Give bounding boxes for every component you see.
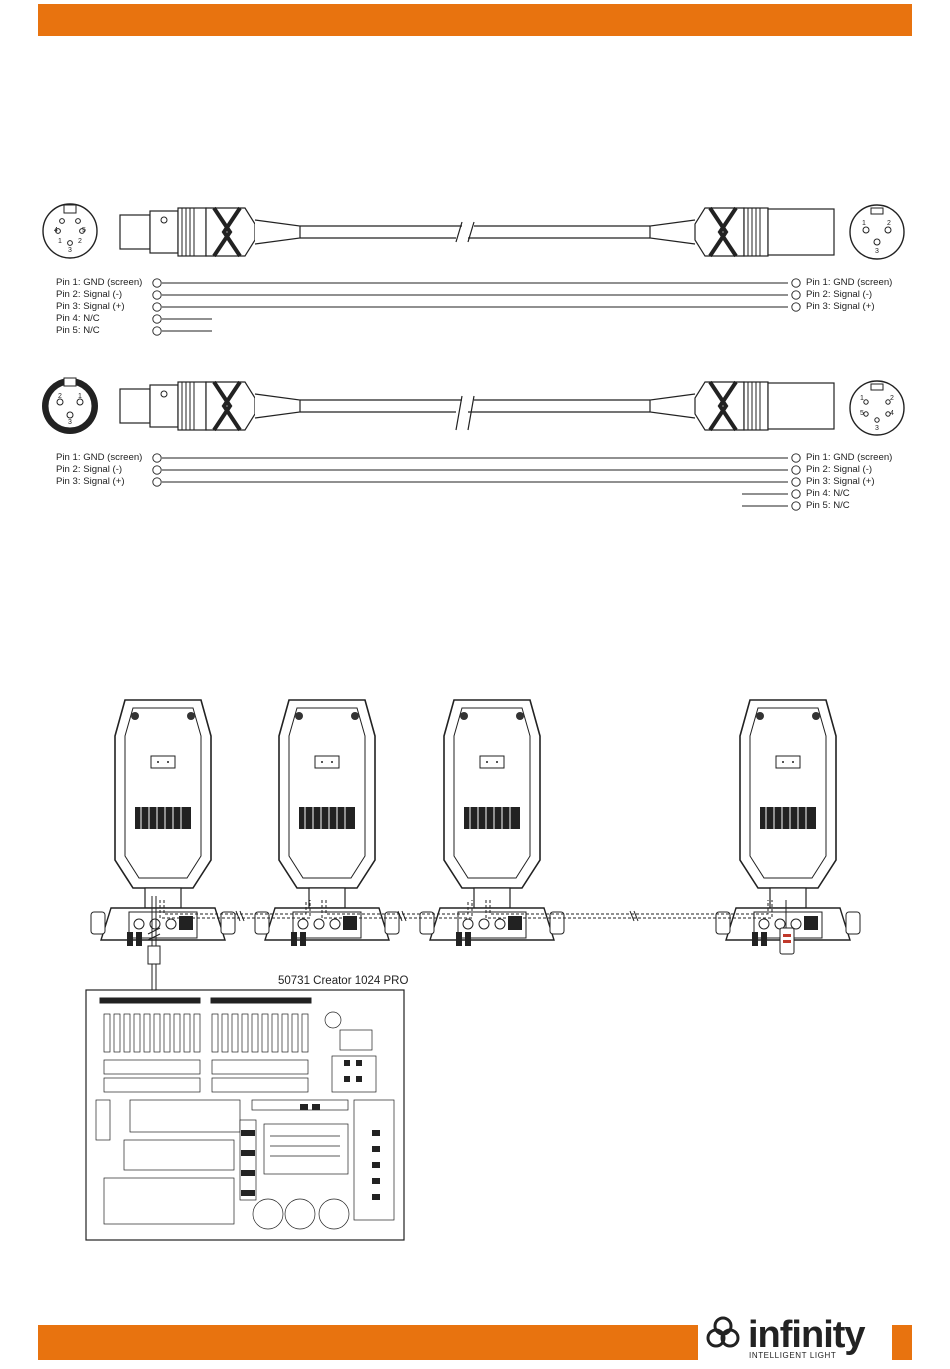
cable1-left-pin-2: Pin 2: Signal (-) [56,289,123,300]
brand-name: infinity [748,1314,866,1356]
header-bar [38,4,912,36]
c2-left-num-a: 2 [58,393,62,400]
fixture-chain [90,699,861,992]
cable2-right-pin-5: Pin 5: N/C [806,500,850,511]
cable2-left-pin-1: Pin 1: GND (screen) [56,452,143,463]
c1-right-num-a: 1 [862,220,866,227]
c2-left-num-b: 1 [78,393,82,400]
cable2-left-pin-2: Pin 2: Signal (-) [56,464,123,475]
c2-right-num-d: 4 [890,410,894,417]
cable1-left-pin-3: Pin 3: Signal (+) [56,301,125,312]
c1-left-num-e: 2 [78,238,82,245]
c2-right-num-c: 2 [890,395,894,402]
cable2-right-pin-1: Pin 1: GND (screen) [806,452,893,463]
c1-left-num-d: 3 [68,247,72,254]
console-title: 50731 Creator 1024 PRO [278,975,409,987]
c1-right-num-b: 2 [887,220,891,227]
c1-right-num-c: 3 [875,248,879,255]
xlr-5pin-male-face [849,380,905,436]
c1-left-num-c: 1 [58,238,62,245]
footer-bar [38,1325,698,1360]
brand-tagline: INTELLIGENT LIGHT [749,1351,837,1360]
footer-bar-right [892,1325,912,1360]
controller-console [85,989,405,1241]
cable2-left-pin-3: Pin 3: Signal (+) [56,476,125,487]
cable1-right-pin-3: Pin 3: Signal (+) [806,301,875,312]
cable1-right-pin-1: Pin 1: GND (screen) [806,277,893,288]
cable2-right-pin-2: Pin 2: Signal (-) [806,464,873,475]
cable2-right-pin-4: Pin 4: N/C [806,488,850,499]
c1-left-num-b: 5 [82,227,86,234]
xlr-3pin-male-face [849,204,905,260]
c2-right-num-e: 3 [875,425,879,432]
c2-right-num-b: 5 [860,410,864,417]
cable2-right-pin-3: Pin 3: Signal (+) [806,476,875,487]
cable1-left-pin-5: Pin 5: N/C [56,325,100,336]
cable-5pin-to-3pin [42,203,905,336]
xlr-5pin-female-face [42,203,98,259]
cable-3pin-to-5pin [42,377,905,511]
c2-left-num-c: 3 [68,419,72,426]
c2-right-num-a: 1 [860,395,864,402]
cable1-left-pin-1: Pin 1: GND (screen) [56,277,143,288]
cable1-left-pin-4: Pin 4: N/C [56,313,100,324]
c1-left-num-a: 4 [54,227,58,234]
cable1-right-pin-2: Pin 2: Signal (-) [806,289,873,300]
